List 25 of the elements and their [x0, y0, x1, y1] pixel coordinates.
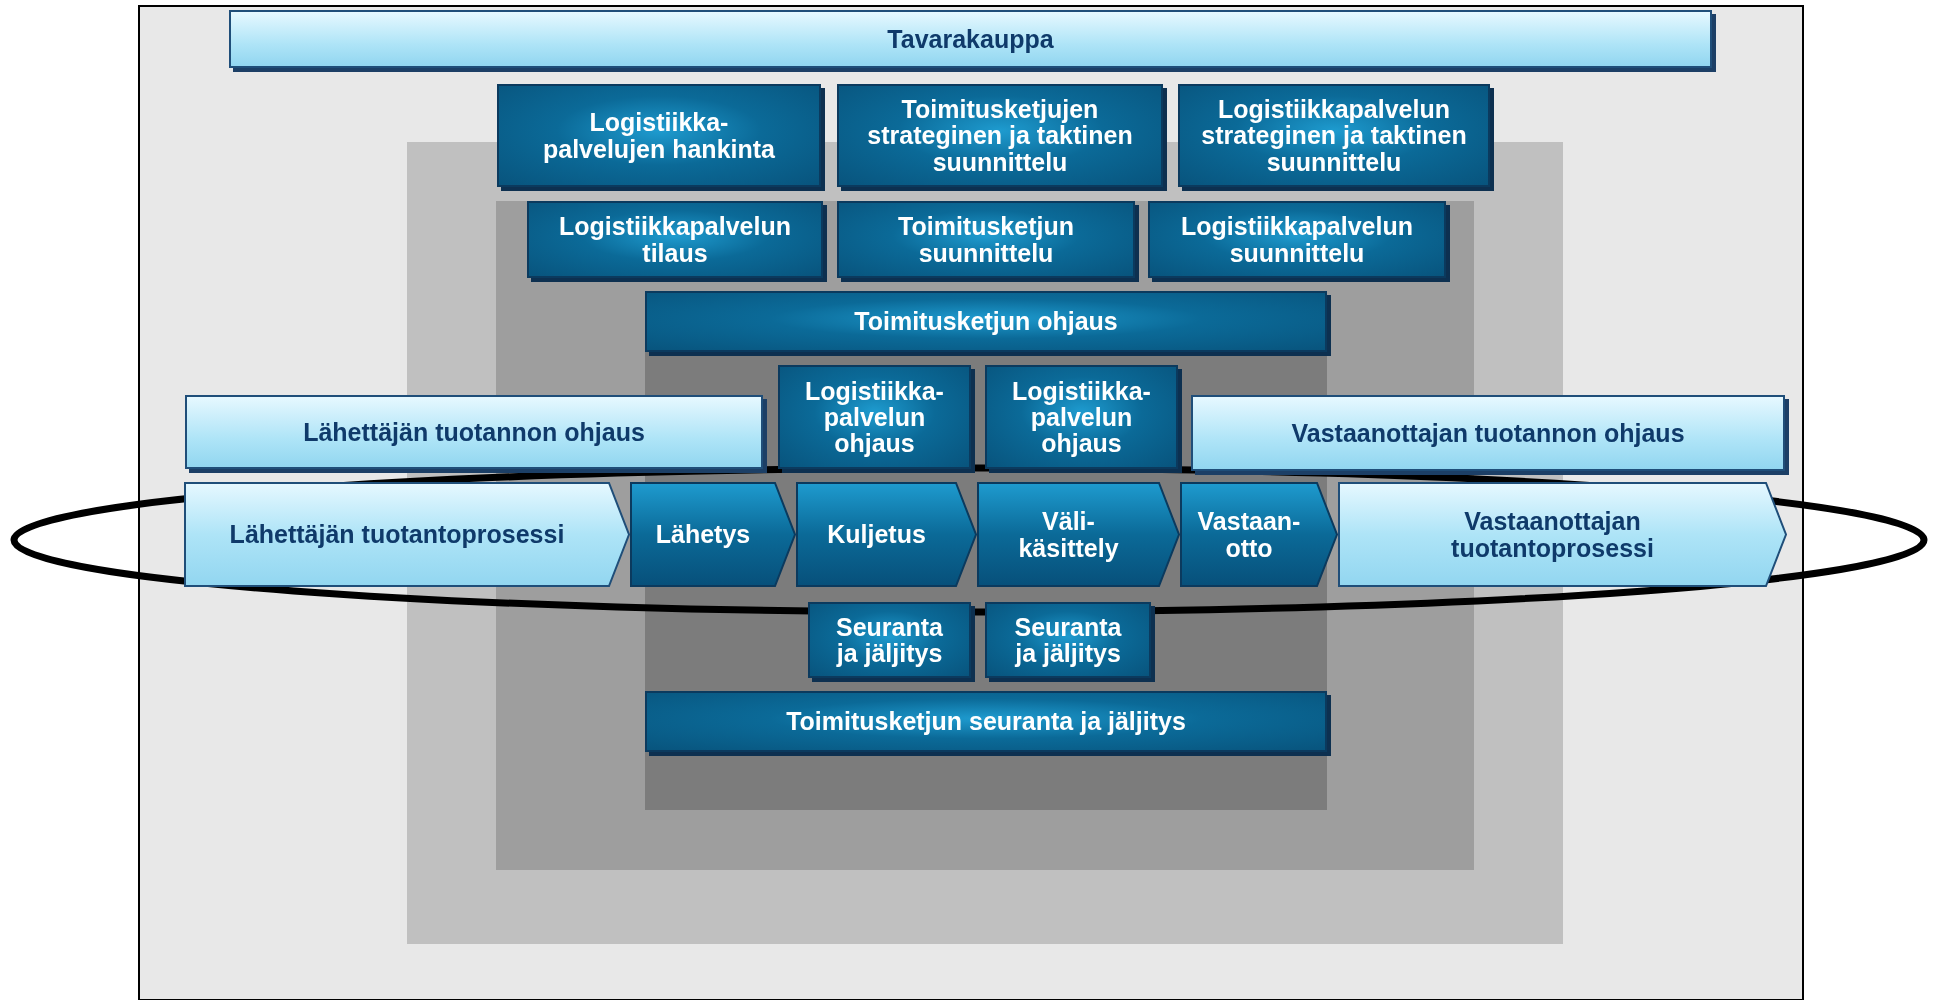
box-label: Seuranta ja jäljitys: [835, 613, 944, 667]
box-label: Toimitusketjun seuranta ja jäljitys: [785, 708, 1187, 735]
box-label: Toimitusketjun ohjaus: [853, 308, 1119, 335]
box-label: Logistiikkapalvelun suunnittelu: [1180, 213, 1414, 266]
process-step: [978, 483, 1179, 586]
box-label: Vastaanottajan tuotantoprosessi: [1450, 508, 1655, 561]
box-label: Lähettäjän tuotantoprosessi: [228, 521, 566, 548]
box-label: Tavarakauppa: [886, 25, 1055, 53]
box-label: Logistiikka-palvelun ohjaus: [1011, 377, 1152, 457]
process-step: [631, 483, 795, 586]
box-label: Toimitusketjun suunnittelu: [897, 213, 1075, 266]
box-label: Logistiikka-palvelujen hankinta: [542, 109, 776, 162]
process-step: [1181, 483, 1337, 586]
box-label: Lähetys: [654, 521, 752, 548]
box-label: Vastaanottajan tuotannon ohjaus: [1290, 419, 1686, 447]
box-label: Toimitusketjujen strateginen ja taktinen suunnittelu: [866, 96, 1134, 175]
box-label: Kuljetus: [826, 521, 927, 548]
box-label: Seuranta ja jäljitys: [1013, 613, 1123, 667]
box-label: Väli-käsittely: [1017, 508, 1120, 561]
box-label: Logistiikkapalvelun tilaus: [558, 213, 792, 266]
box-label: Logistiikkapalvelun strateginen ja taktinen suunnittelu: [1200, 96, 1468, 175]
box-label: Vastaan-otto: [1196, 508, 1302, 561]
box-label: Logistiikka-palvelun ohjaus: [804, 377, 945, 457]
process-step: [797, 483, 976, 586]
box-label: Lähettäjän tuotannon ohjaus: [302, 418, 646, 446]
